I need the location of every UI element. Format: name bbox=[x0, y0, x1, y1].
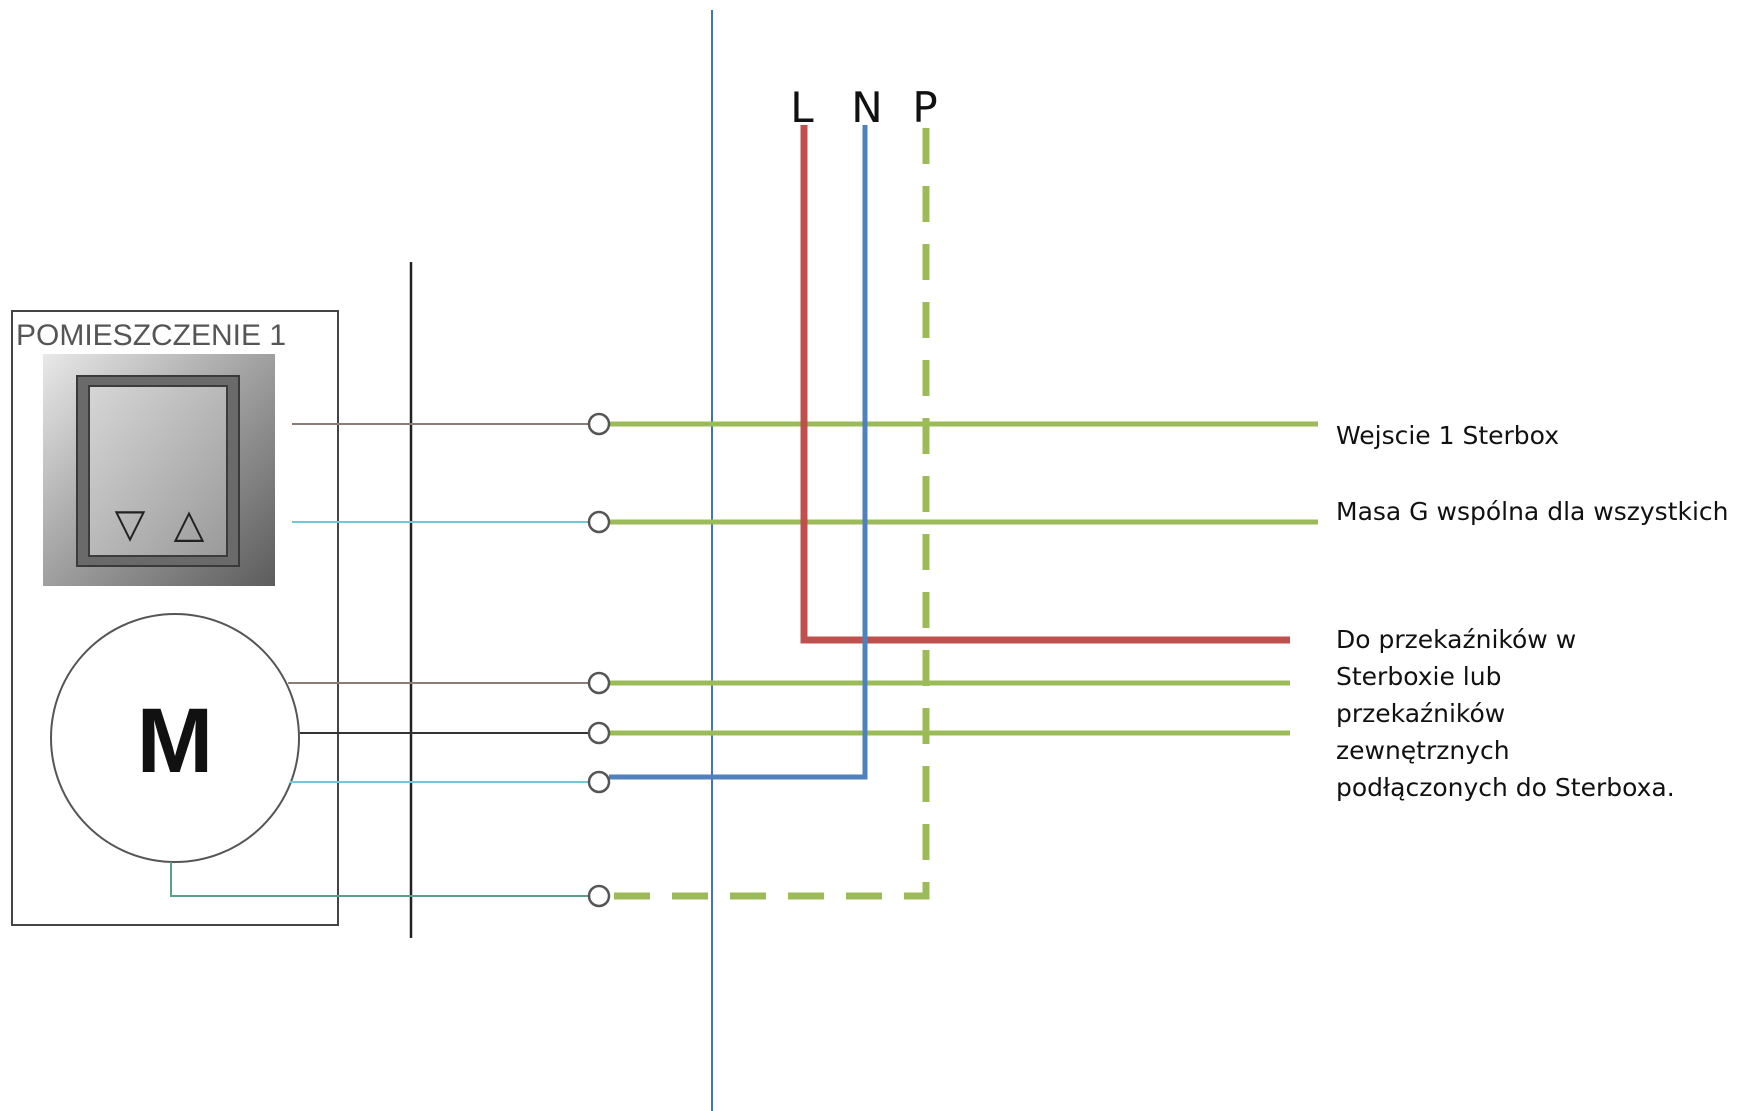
motor-label: M bbox=[137, 690, 214, 792]
terminal bbox=[587, 770, 611, 794]
relay-label-line: przekaźników bbox=[1336, 699, 1505, 728]
output-label-ground: Masa G wspólna dla wszystkich bbox=[1336, 497, 1729, 526]
bus-label-l: L bbox=[790, 83, 814, 132]
terminal bbox=[587, 884, 611, 908]
motor-wire-earth bbox=[170, 862, 589, 897]
bus-label-n: N bbox=[851, 83, 882, 132]
terminal bbox=[587, 721, 611, 745]
shutter-switch: ▽ △ bbox=[43, 354, 275, 586]
relay-label-line: podłączonych do Sterboxa. bbox=[1336, 773, 1675, 802]
bus-label-p: P bbox=[912, 83, 937, 132]
up-arrow-icon: △ bbox=[174, 501, 205, 547]
relay-label-line: zewnętrznych bbox=[1336, 736, 1510, 765]
terminal bbox=[587, 671, 611, 695]
relay-label-line: Do przekaźników w bbox=[1336, 625, 1576, 654]
terminal bbox=[587, 510, 611, 534]
terminal bbox=[587, 412, 611, 436]
output-label-input-1: Wejscie 1 Sterbox bbox=[1336, 421, 1559, 450]
relay-label-line: Sterboxie lub bbox=[1336, 662, 1501, 691]
down-arrow-icon: ▽ bbox=[115, 501, 146, 547]
room-label: POMIESZCZENIE 1 bbox=[16, 319, 286, 352]
switch-rocker bbox=[88, 385, 228, 557]
protective-bus-line bbox=[609, 128, 930, 900]
live-bus-line bbox=[800, 125, 1290, 644]
motor-circle bbox=[50, 613, 300, 863]
neutral-bus-line bbox=[609, 125, 868, 780]
